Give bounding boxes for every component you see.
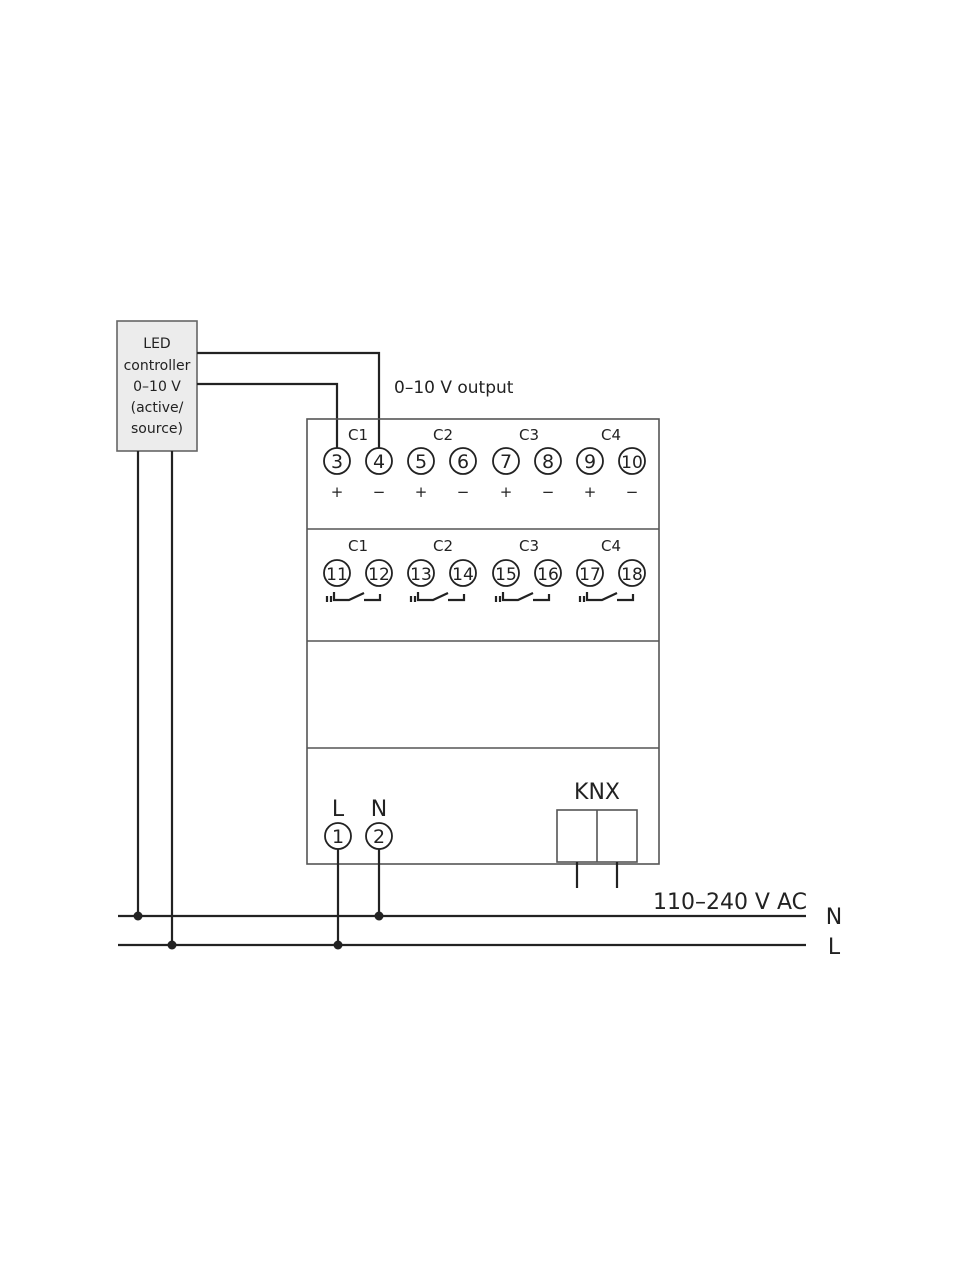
terminal-18	[618, 559, 646, 587]
terminal-11-label: 11	[326, 565, 348, 585]
junction-dot	[374, 911, 384, 921]
channel-label-c1: C1	[348, 426, 368, 444]
led-controller-line-4: (active/	[131, 400, 184, 416]
terminal-9-label: 9	[584, 451, 596, 473]
terminal-5-label: 5	[415, 451, 427, 473]
terminal-7-label: 7	[500, 451, 512, 473]
terminal-16	[534, 559, 562, 587]
power-l-label: L	[332, 797, 345, 822]
terminal-6-label: 6	[457, 451, 469, 473]
polarity-5: +	[415, 483, 428, 501]
relay-contact-icon	[578, 592, 635, 602]
polarity-4: −	[373, 483, 386, 501]
polarity-9: +	[584, 483, 597, 501]
power-n-label: N	[371, 797, 387, 822]
led-controller: LED controller 0–10 V (active/ source)	[116, 320, 198, 452]
terminal-17	[576, 559, 604, 587]
led-controller-line-1: LED	[143, 336, 170, 352]
terminal-12	[365, 559, 393, 587]
relay-section: C1 C2 C3 C4 11 12 13 14 15 16 17 18	[323, 537, 646, 602]
terminal-10-label: 10	[621, 453, 643, 473]
relay-channel-label-c1: C1	[348, 537, 368, 555]
relay-channel-label-c2: C2	[433, 537, 453, 555]
control-wires	[136, 351, 381, 945]
supply-voltage-label: 110–240 V AC	[653, 890, 807, 915]
terminal-18-label: 18	[621, 565, 643, 585]
terminal-11	[323, 559, 351, 587]
power-section: L N 1 2 KNX	[324, 780, 638, 945]
wire-to-terminal-4	[197, 351, 381, 448]
junction-dot	[333, 940, 343, 950]
channel-label-c4: C4	[601, 426, 621, 444]
terminal-13	[407, 559, 435, 587]
wire-to-terminal-3	[197, 382, 339, 448]
terminal-5	[407, 447, 435, 475]
polarity-6: −	[457, 483, 470, 501]
led-controller-line-5: source)	[131, 421, 183, 437]
terminal-10	[618, 447, 646, 475]
channel-label-c3: C3	[519, 426, 539, 444]
terminal-7	[492, 447, 520, 475]
terminal-3	[323, 447, 351, 475]
terminal-4	[365, 447, 393, 475]
live-line-label: L	[828, 935, 841, 960]
polarity-7: +	[500, 483, 513, 501]
knx-label: KNX	[574, 780, 620, 805]
relay-contact-icon	[494, 592, 551, 602]
relay-channel-label-c4: C4	[601, 537, 621, 555]
terminal-15-label: 15	[495, 565, 517, 585]
junction-dot	[133, 911, 143, 921]
terminal-4-label: 4	[373, 451, 385, 473]
terminal-6	[449, 447, 477, 475]
led-controller-line-3: 0–10 V	[133, 379, 181, 395]
terminal-8-label: 8	[542, 451, 554, 473]
led-controller-line-2: controller	[124, 358, 191, 374]
dimming-output-section: C1 C2 C3 C4 3 4 5 6 7 8 9 10 + − + − + −…	[323, 426, 646, 501]
relay-contact-icon	[409, 592, 466, 602]
polarity-8: −	[542, 483, 555, 501]
polarity-3: +	[331, 483, 344, 501]
relay-channel-label-c3: C3	[519, 537, 539, 555]
led-controller-box	[116, 320, 198, 452]
terminal-2-label: 2	[373, 826, 385, 848]
terminal-13-label: 13	[410, 565, 432, 585]
terminal-8	[534, 447, 562, 475]
mains-supply: 110–240 V AC N L	[118, 890, 842, 960]
terminal-9	[576, 447, 604, 475]
terminal-14-label: 14	[452, 565, 474, 585]
device-module	[306, 418, 660, 865]
terminal-16-label: 16	[537, 565, 559, 585]
terminal-12-label: 12	[368, 565, 390, 585]
terminal-1-label: 1	[332, 826, 344, 848]
polarity-10: −	[626, 483, 639, 501]
terminal-14	[449, 559, 477, 587]
output-label: 0–10 V output	[394, 378, 514, 398]
relay-contact-icon	[325, 592, 382, 602]
channel-label-c2: C2	[433, 426, 453, 444]
terminal-3-label: 3	[331, 451, 343, 473]
terminal-15	[492, 559, 520, 587]
neutral-line-label: N	[826, 905, 842, 930]
junction-dot	[167, 940, 177, 950]
terminal-17-label: 17	[579, 565, 601, 585]
